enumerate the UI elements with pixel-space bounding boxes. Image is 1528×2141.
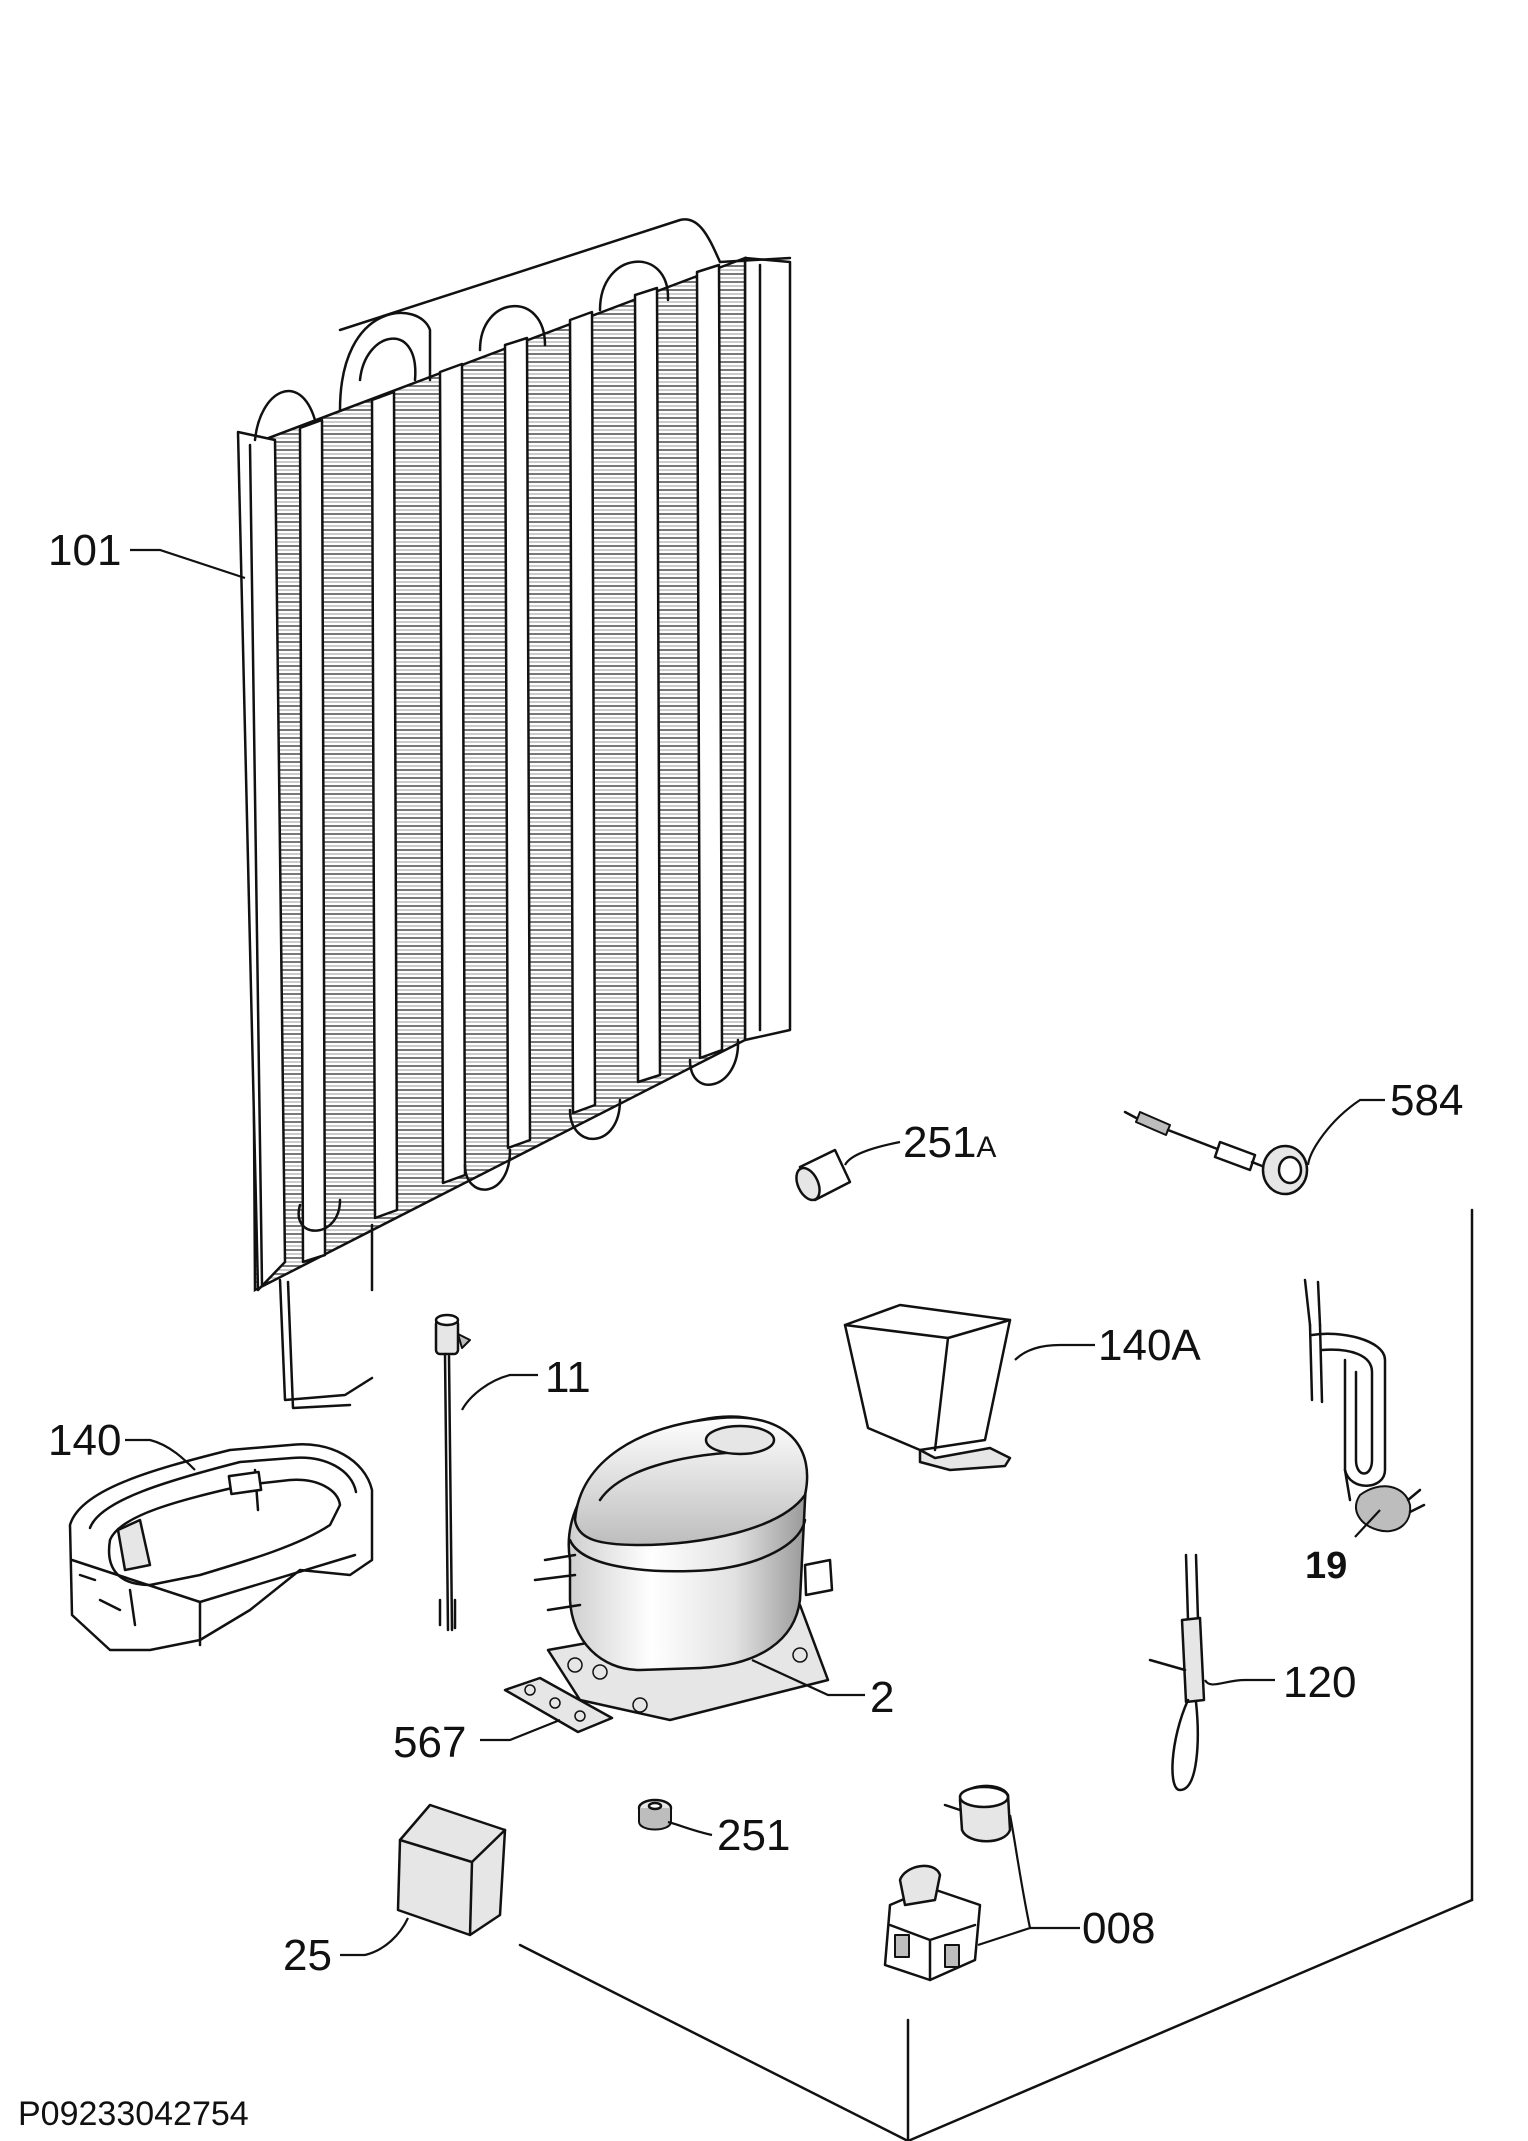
label-2: 2 bbox=[870, 1673, 894, 1722]
part-251-grommet bbox=[637, 1798, 673, 1831]
label-101: 101 bbox=[48, 526, 121, 575]
part-140a-tray bbox=[843, 1303, 1012, 1472]
label-567: 567 bbox=[393, 1718, 466, 1767]
part-251a-sleeve bbox=[795, 1148, 852, 1202]
condenser-top-bends bbox=[253, 218, 792, 442]
part-25-cover-box bbox=[396, 1803, 507, 1937]
label-251a: 251A bbox=[903, 1118, 996, 1167]
condenser-bottom-bends bbox=[297, 1038, 740, 1232]
label-140a: 140A bbox=[1098, 1321, 1201, 1370]
leader-lines bbox=[125, 548, 1385, 1957]
label-140: 140 bbox=[48, 1416, 121, 1465]
part-2-compressor bbox=[533, 1415, 834, 1722]
part-19-heater-cable bbox=[1303, 1278, 1426, 1533]
part-11-sensor-lead bbox=[434, 1313, 471, 1632]
condenser-101 bbox=[236, 218, 792, 1410]
label-251a-number: 251 bbox=[903, 1118, 976, 1167]
condenser-tube-columns bbox=[298, 263, 724, 1264]
label-11: 11 bbox=[545, 1353, 591, 1402]
part-008-relay-overload bbox=[883, 1784, 1012, 1982]
cabinet-outline bbox=[518, 1208, 1474, 2141]
label-19: 19 bbox=[1305, 1545, 1347, 1587]
part-120-sensor bbox=[1148, 1553, 1206, 1792]
label-251: 251 bbox=[717, 1811, 790, 1860]
part-584-cable bbox=[1123, 1110, 1309, 1196]
part-140-drip-tray bbox=[68, 1442, 374, 1652]
reference-code: P09233042754 bbox=[18, 2095, 249, 2133]
label-584: 584 bbox=[1390, 1076, 1463, 1125]
label-25: 25 bbox=[283, 1931, 332, 1980]
label-120: 120 bbox=[1283, 1658, 1356, 1707]
part-567-spacer-plate bbox=[503, 1676, 614, 1734]
label-251a-suffix: A bbox=[976, 1131, 996, 1164]
label-008: 008 bbox=[1082, 1904, 1155, 1953]
